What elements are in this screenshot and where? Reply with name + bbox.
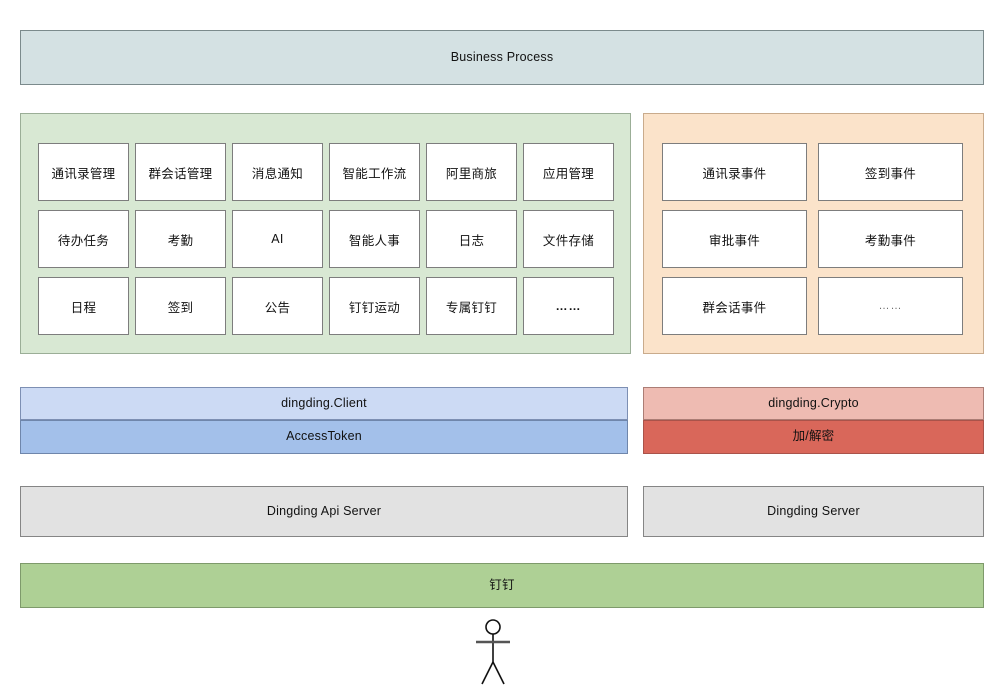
capability-cell[interactable]: AI bbox=[232, 210, 323, 268]
event-cell[interactable]: 签到事件 bbox=[818, 143, 963, 201]
capability-cell[interactable]: 群会话管理 bbox=[135, 143, 226, 201]
capability-cell[interactable]: 通讯录管理 bbox=[38, 143, 129, 201]
capability-cell[interactable]: 阿里商旅 bbox=[426, 143, 517, 201]
dingding-server-band[interactable]: Dingding Server bbox=[643, 486, 984, 537]
capability-cell[interactable]: 待办任务 bbox=[38, 210, 129, 268]
event-cell[interactable]: 群会话事件 bbox=[662, 277, 807, 335]
capability-cell[interactable]: 考勤 bbox=[135, 210, 226, 268]
encrypt-decrypt-band[interactable]: 加/解密 bbox=[643, 420, 984, 454]
user-actor-icon bbox=[463, 618, 523, 688]
event-cell[interactable]: 考勤事件 bbox=[818, 210, 963, 268]
business-process-banner: Business Process bbox=[20, 30, 984, 85]
dingtalk-platform-band[interactable]: 钉钉 bbox=[20, 563, 984, 608]
dingding-crypto-band[interactable]: dingding.Crypto bbox=[643, 387, 984, 420]
capability-cell[interactable]: 文件存储 bbox=[523, 210, 614, 268]
capability-cell[interactable]: 消息通知 bbox=[232, 143, 323, 201]
capability-cell-more[interactable]: …… bbox=[523, 277, 614, 335]
capability-cell[interactable]: 应用管理 bbox=[523, 143, 614, 201]
capability-cell[interactable]: 签到 bbox=[135, 277, 226, 335]
event-cell[interactable]: 通讯录事件 bbox=[662, 143, 807, 201]
event-cell-more[interactable]: …… bbox=[818, 277, 963, 335]
event-cell[interactable]: 审批事件 bbox=[662, 210, 807, 268]
dingding-api-server-band[interactable]: Dingding Api Server bbox=[20, 486, 628, 537]
capability-cell[interactable]: 日程 bbox=[38, 277, 129, 335]
capability-cell[interactable]: 专属钉钉 bbox=[426, 277, 517, 335]
capability-cell[interactable]: 公告 bbox=[232, 277, 323, 335]
capability-cell[interactable]: 智能人事 bbox=[329, 210, 420, 268]
dingding-client-band[interactable]: dingding.Client bbox=[20, 387, 628, 420]
capability-cell[interactable]: 钉钉运动 bbox=[329, 277, 420, 335]
access-token-band[interactable]: AccessToken bbox=[20, 420, 628, 454]
capability-cell[interactable]: 智能工作流 bbox=[329, 143, 420, 201]
capability-cell[interactable]: 日志 bbox=[426, 210, 517, 268]
